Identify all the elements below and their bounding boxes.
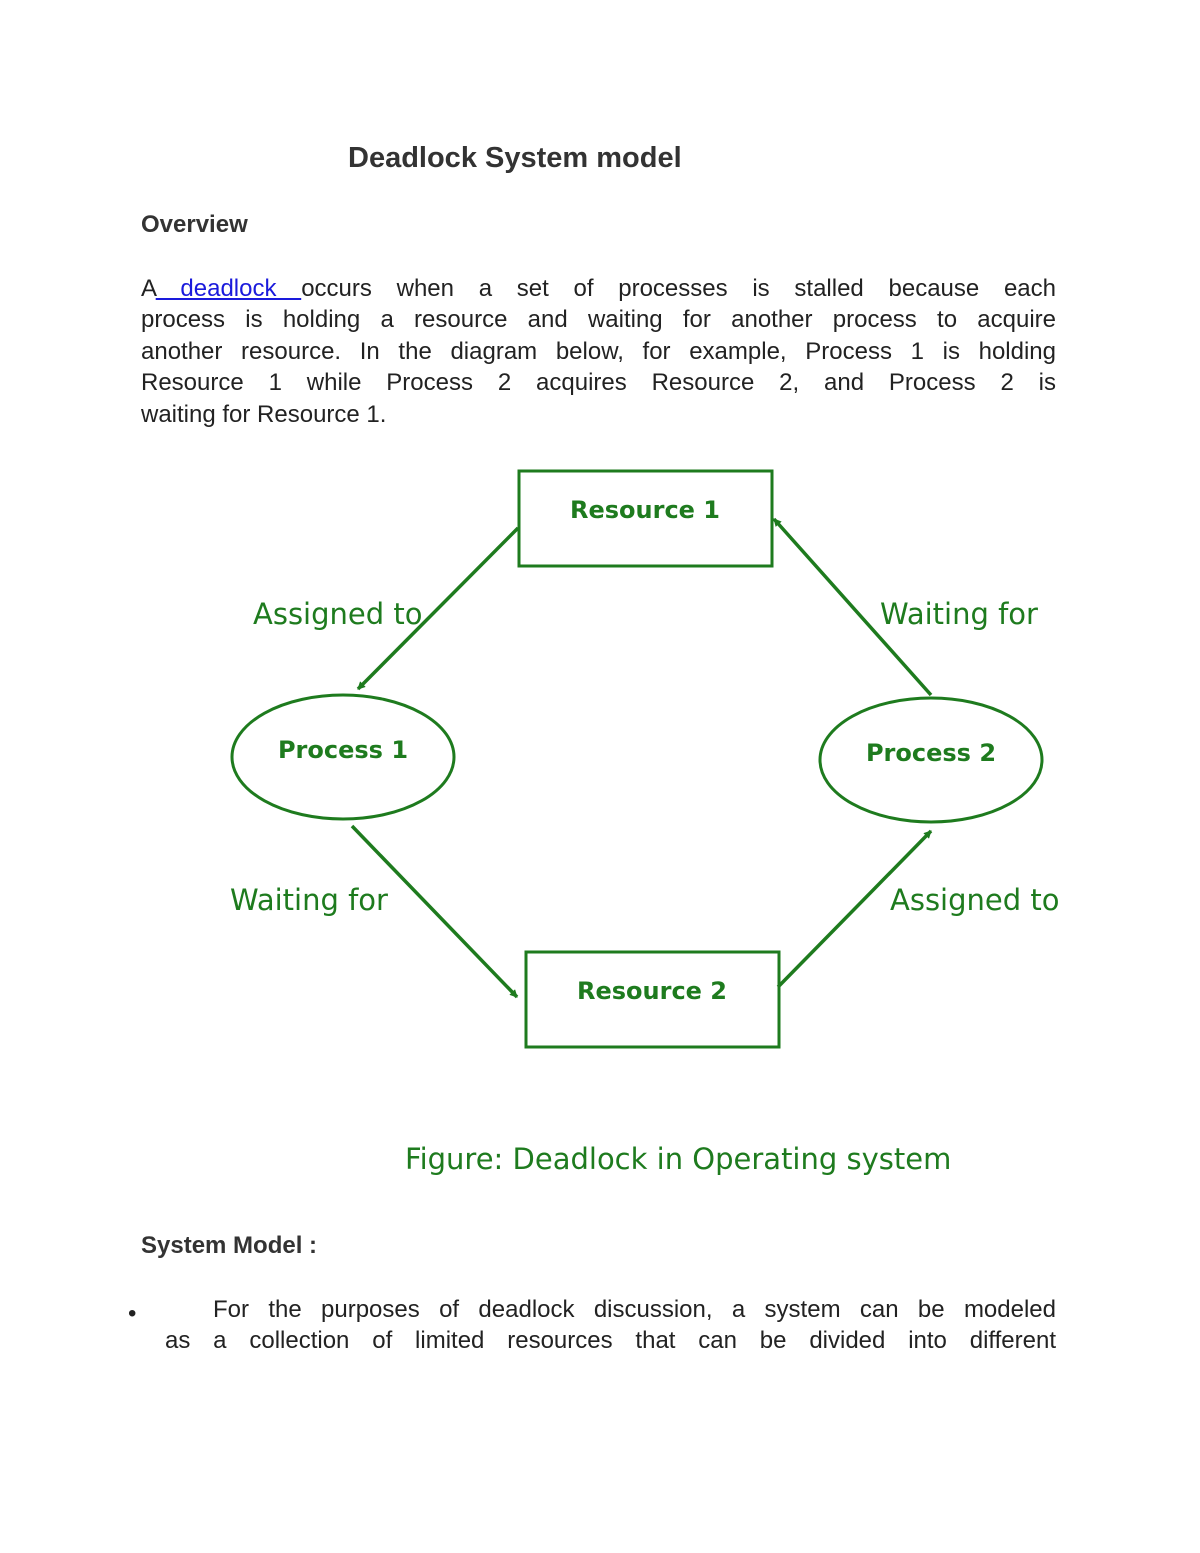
paragraph-line: Resource 1 while Process 2 acquires Reso… xyxy=(141,369,1056,396)
bullet-line: For the purposes of deadlock discussion,… xyxy=(213,1296,1056,1323)
deadlock-link[interactable]: deadlock xyxy=(155,275,302,302)
bullet-symbol: • xyxy=(128,1300,137,1327)
arrow-resource1-to-process1 xyxy=(356,526,520,691)
resource-2-label: Resource 2 xyxy=(577,977,727,1005)
process-1-ellipse xyxy=(230,693,456,821)
process-1-label: Process 1 xyxy=(278,736,408,764)
resource-1-box xyxy=(517,469,774,568)
arrow-resource2-to-process2 xyxy=(776,829,933,989)
text: occurs when a set of processes is stalle… xyxy=(301,275,1057,302)
paragraph-line: another resource. In the diagram below, … xyxy=(141,338,1056,365)
arrow-process2-to-resource1 xyxy=(772,517,933,697)
resource-1-label: Resource 1 xyxy=(570,496,720,524)
figure-caption: Figure: Deadlock in Operating system xyxy=(405,1142,951,1176)
process-2-ellipse xyxy=(818,696,1044,824)
system-model-heading: System Model : xyxy=(141,1232,318,1259)
bullet-line: as a collection of limited resources tha… xyxy=(165,1327,1056,1354)
overview-heading: Overview xyxy=(141,211,248,238)
edge-label-assigned-to: Assigned to xyxy=(890,883,1059,917)
edge-label-waiting-for: Waiting for xyxy=(880,597,1038,631)
paragraph-line: waiting for Resource 1. xyxy=(141,401,387,428)
paragraph-line: A deadlock occurs when a set of processe… xyxy=(141,274,1056,304)
resource-2-box xyxy=(524,950,781,1049)
edge-label-assigned-to: Assigned to xyxy=(253,597,422,631)
process-2-label: Process 2 xyxy=(866,739,996,767)
text: A xyxy=(141,275,156,302)
paragraph-line: process is holding a resource and waitin… xyxy=(141,306,1056,333)
page-title: Deadlock System model xyxy=(348,142,682,174)
arrow-process1-to-resource2 xyxy=(350,824,519,999)
edge-label-waiting-for: Waiting for xyxy=(230,883,388,917)
